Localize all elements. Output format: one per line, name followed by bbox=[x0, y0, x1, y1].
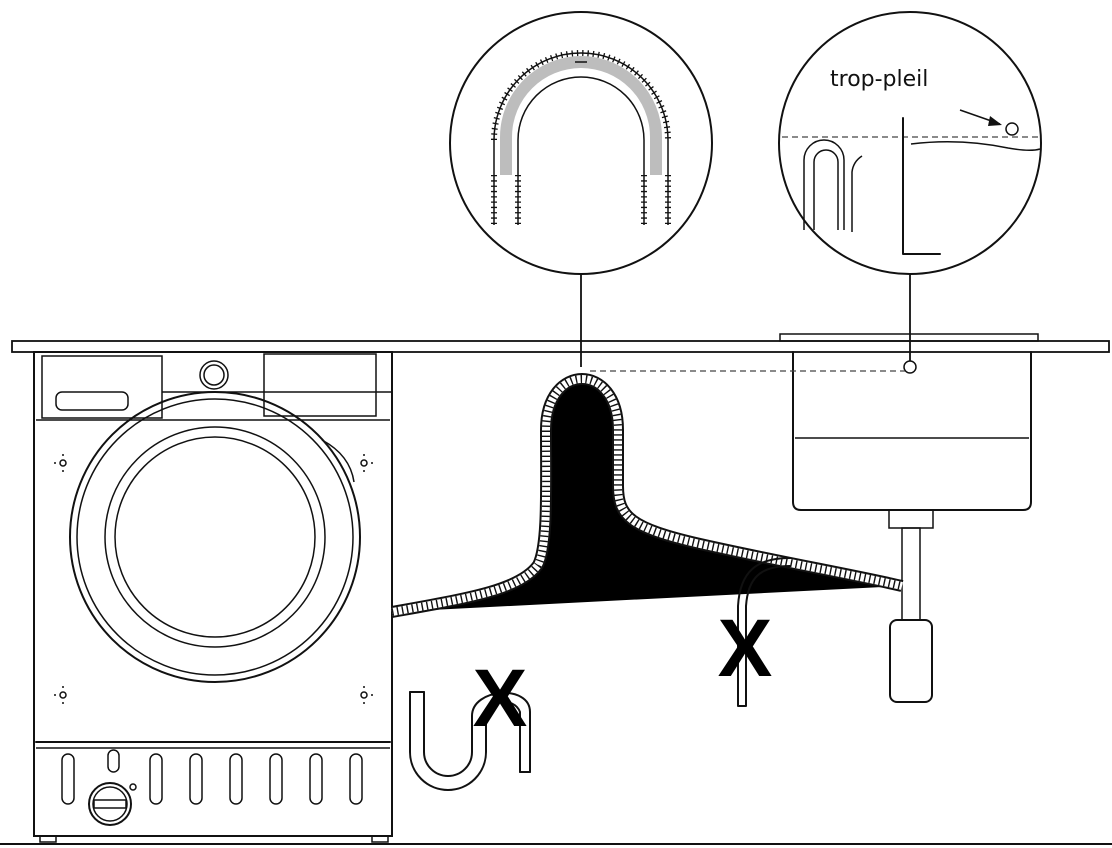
detail-circle-overflow bbox=[778, 11, 1042, 275]
drain-filter-knob bbox=[88, 782, 137, 826]
worktop bbox=[11, 340, 1110, 353]
drain-hose bbox=[392, 379, 902, 612]
mount-screw bbox=[360, 686, 373, 704]
kickplate-vents bbox=[61, 749, 363, 805]
incorrect-mark-siphon: X bbox=[473, 653, 528, 744]
washing-machine-door bbox=[69, 391, 361, 683]
sink bbox=[779, 333, 1039, 703]
sink-overflow-hole bbox=[903, 360, 917, 374]
mount-screw bbox=[360, 454, 373, 472]
detail-circle-hose-bend bbox=[449, 11, 713, 275]
mount-screw bbox=[54, 686, 67, 704]
incorrect-standpipe-insertion bbox=[737, 557, 791, 707]
incorrect-mark-standpipe: X bbox=[718, 603, 773, 694]
overflow-hole-detail bbox=[1005, 122, 1019, 136]
incorrect-siphon-loop bbox=[409, 691, 531, 791]
mount-screw bbox=[54, 454, 67, 472]
washing-machine bbox=[33, 351, 393, 843]
overflow-label: trop-pleil bbox=[830, 67, 928, 92]
